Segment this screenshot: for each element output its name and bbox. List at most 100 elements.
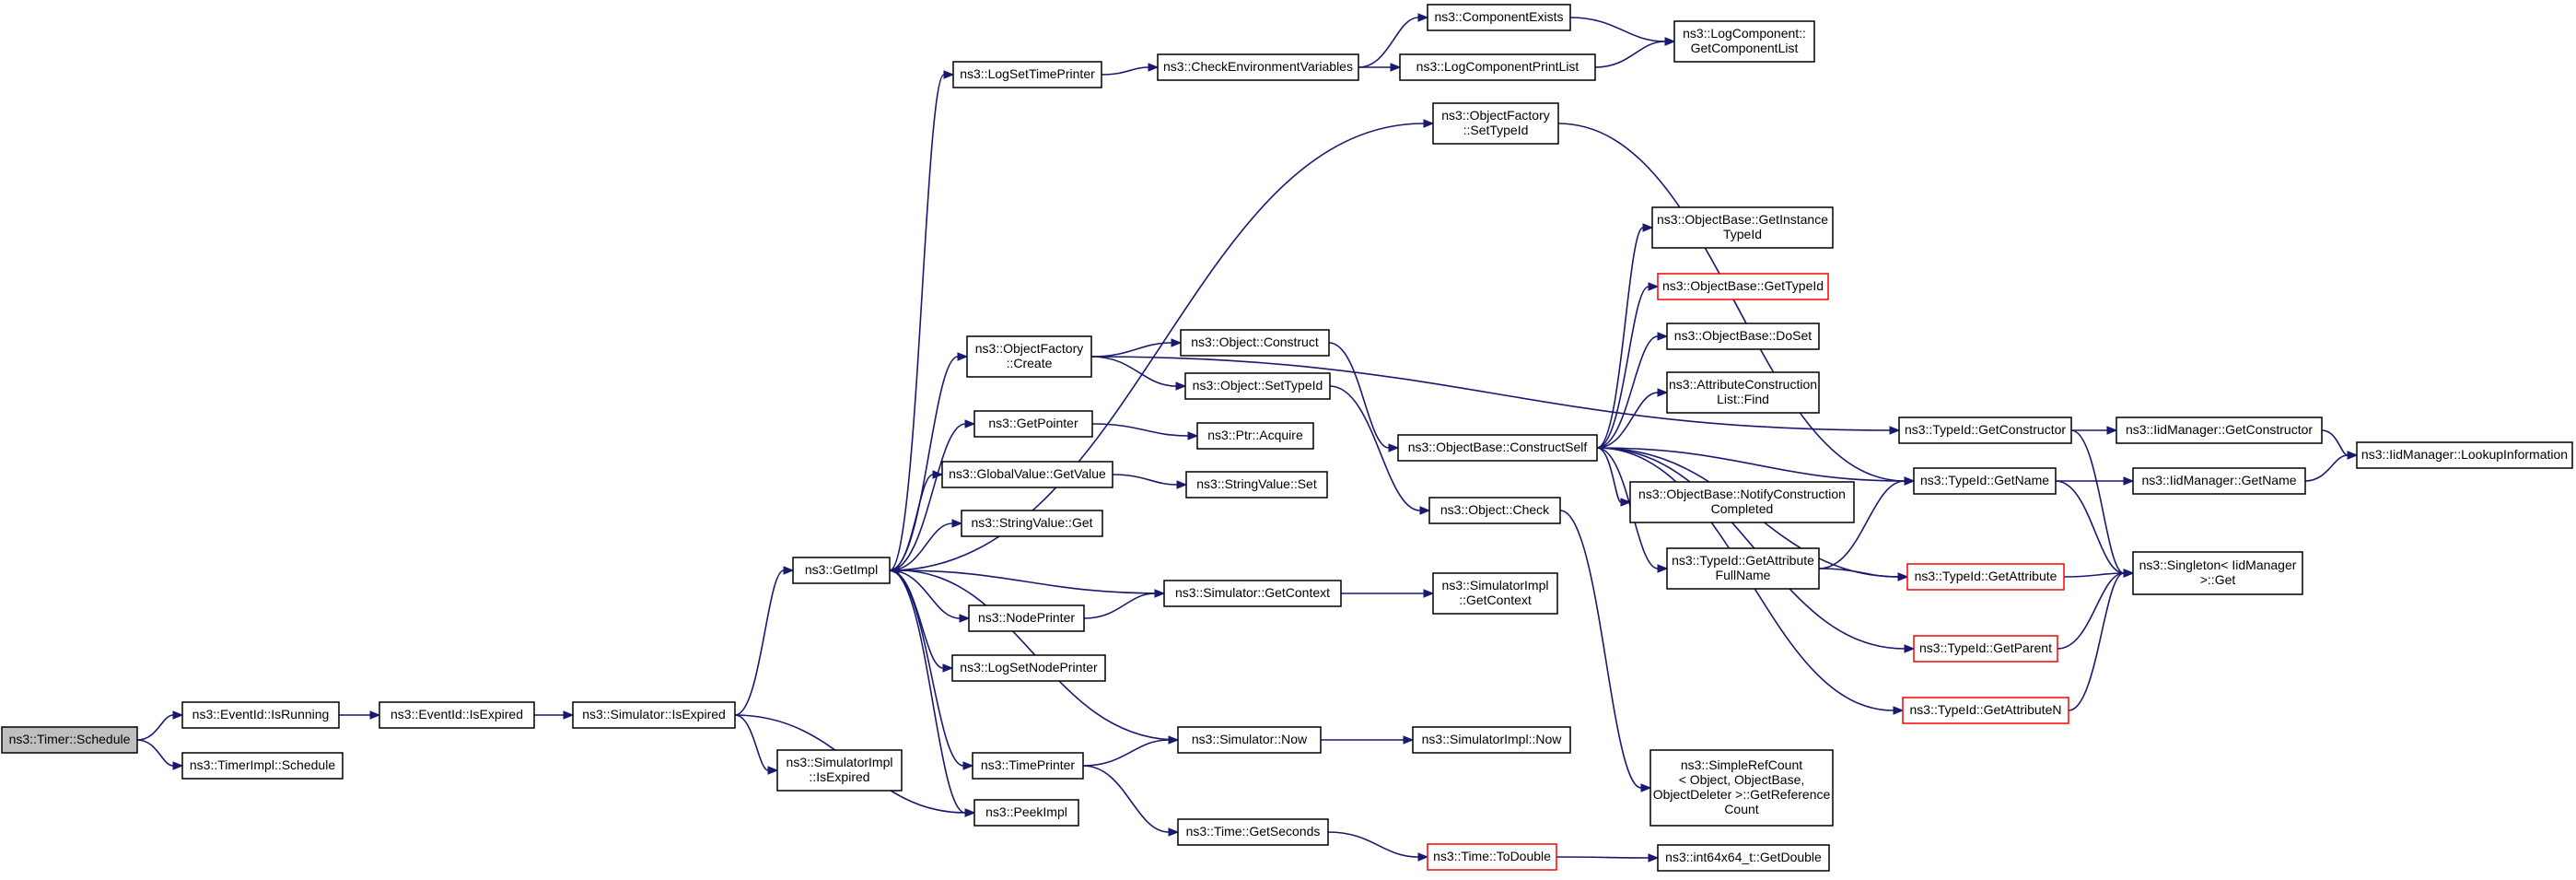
node-label-line: ns3::Singleton< IidManager: [2139, 557, 2297, 572]
node-ptr_acquire[interactable]: ns3::Ptr::Acquire: [1196, 422, 1314, 450]
node-label-line: ns3::PeekImpl: [985, 804, 1067, 819]
node-iidmanager_lookupinformation[interactable]: ns3::IidManager::LookupInformation: [2356, 441, 2573, 469]
node-globalvalue_getvalue[interactable]: ns3::GlobalValue::GetValue: [941, 461, 1113, 488]
node-label-line: ns3::Simulator::GetContext: [1175, 585, 1330, 600]
node-label-line: ns3::ObjectFactory: [975, 341, 1084, 356]
call-edge-checkenvvars-to-logcomponentprintlist: [1358, 63, 1402, 72]
node-logcomponent_getcomponentlist[interactable]: ns3::LogComponent::GetComponentList: [1673, 20, 1815, 63]
node-label-line: ns3::EventId::IsRunning: [192, 707, 330, 722]
node-label-line: ns3::ComponentExists: [1434, 9, 1563, 24]
node-object_construct[interactable]: ns3::Object::Construct: [1180, 329, 1330, 357]
node-typeid_getparent[interactable]: ns3::TypeId::GetParent: [1913, 635, 2058, 663]
node-typeid_getattribute[interactable]: ns3::TypeId::GetAttribute: [1906, 563, 2065, 591]
node-logsetnodeprinter[interactable]: ns3::LogSetNodePrinter: [951, 654, 1106, 682]
node-label-line: ns3::Simulator::IsExpired: [582, 707, 726, 722]
node-label-line: ns3::SimulatorImpl: [787, 755, 893, 769]
call-edge-getpointer-to-ptr_acquire: [1091, 423, 1199, 440]
node-label-line: TypeId: [1723, 227, 1762, 241]
node-objectbase_doset[interactable]: ns3::ObjectBase::DoSet: [1666, 323, 1820, 350]
node-iidmanager_getconstructor[interactable]: ns3::IidManager::GetConstructor: [2116, 417, 2323, 444]
node-object_settypeid[interactable]: ns3::Object::SetTypeId: [1184, 372, 1331, 400]
call-edge-timer_schedule-to-timerimpl_schedule: [136, 739, 184, 770]
node-getpointer[interactable]: ns3::GetPointer: [973, 410, 1093, 438]
node-label-line: ::IsExpired: [809, 769, 869, 784]
call-edge-time_todouble-to-int64x64_getdouble: [1556, 853, 1660, 862]
node-label-line: ns3::GetPointer: [988, 416, 1078, 430]
node-label-line: FullName: [1716, 568, 1771, 582]
node-label-line: ns3::TimerImpl::Schedule: [190, 757, 335, 772]
call-edge-objectbase_constructself-to-objectbase_getinstancetypeid: [1596, 223, 1654, 449]
call-edge-getimpl-to-nodeprinter: [889, 569, 971, 623]
node-objectfactory_settypeid[interactable]: ns3::ObjectFactory::SetTypeId: [1432, 102, 1559, 145]
node-timer_schedule[interactable]: ns3::Timer::Schedule: [1, 726, 138, 754]
node-label-line: ::Create: [1007, 356, 1053, 370]
node-typeid_getconstructor[interactable]: ns3::TypeId::GetConstructor: [1898, 417, 2072, 444]
node-int64x64_getdouble[interactable]: ns3::int64x64_t::GetDouble: [1657, 844, 1830, 872]
node-eventid_isrunning[interactable]: ns3::EventId::IsRunning: [181, 701, 340, 729]
node-peekimpl[interactable]: ns3::PeekImpl: [973, 799, 1079, 827]
node-label-line: ns3::ObjectBase::GetTypeId: [1662, 278, 1824, 293]
node-objectbase_constructself[interactable]: ns3::ObjectBase::ConstructSelf: [1397, 434, 1598, 462]
node-typeid_getname[interactable]: ns3::TypeId::GetName: [1913, 467, 2057, 495]
node-objectbase_gettypeid[interactable]: ns3::ObjectBase::GetTypeId: [1657, 273, 1829, 300]
node-getimpl[interactable]: ns3::GetImpl: [792, 557, 891, 584]
node-label-line: ns3::TypeId::GetName: [1920, 473, 2049, 487]
node-simulator_isexpired[interactable]: ns3::Simulator::IsExpired: [572, 701, 736, 729]
node-label-line: ns3::LogSetNodePrinter: [960, 660, 1098, 675]
node-stringvalue_set[interactable]: ns3::StringValue::Set: [1185, 471, 1328, 499]
call-edge-globalvalue_getvalue-to-stringvalue_set: [1112, 474, 1188, 489]
node-simulator_now[interactable]: ns3::Simulator::Now: [1177, 726, 1322, 754]
node-iidmanager_getname[interactable]: ns3::IidManager::GetName: [2132, 467, 2306, 495]
node-simulator_getcontext[interactable]: ns3::Simulator::GetContext: [1163, 580, 1342, 607]
node-timerimpl_schedule[interactable]: ns3::TimerImpl::Schedule: [181, 752, 344, 780]
node-objectfactory_create[interactable]: ns3::ObjectFactory::Create: [966, 335, 1092, 378]
node-eventid_isexpired[interactable]: ns3::EventId::IsExpired: [379, 701, 535, 729]
node-label-line: ns3::TypeId::GetParent: [1919, 640, 2052, 655]
node-time_getseconds[interactable]: ns3::Time::GetSeconds: [1177, 818, 1329, 846]
node-simimpl_getcontext[interactable]: ns3::SimulatorImpl::GetContext: [1432, 572, 1558, 615]
call-edge-object_check-to-simplerefcount: [1559, 510, 1652, 792]
node-label-line: ns3::LogComponent::: [1683, 26, 1806, 41]
node-label-line: ns3::Object::Check: [1440, 502, 1550, 517]
node-simplerefcount[interactable]: ns3::SimpleRefCount< Object, ObjectBase,…: [1649, 749, 1834, 827]
node-checkenvvars[interactable]: ns3::CheckEnvironmentVariables: [1157, 53, 1359, 81]
node-nodeprinter[interactable]: ns3::NodePrinter: [968, 604, 1085, 632]
call-edge-typeid_getconstructor-to-iidmanager_getconstructor: [2070, 426, 2118, 435]
node-time_todouble[interactable]: ns3::Time::ToDouble: [1427, 843, 1557, 871]
node-label-line: ns3::Time::GetSeconds: [1186, 824, 1321, 839]
node-label-line: ns3::SimulatorImpl: [1442, 578, 1549, 593]
node-label-line: ns3::TypeId::GetAttribute: [1672, 553, 1814, 568]
call-edge-timeprinter-to-simulator_now: [1082, 735, 1180, 767]
call-edge-getimpl-to-logsettimeprinter: [889, 70, 955, 571]
node-label-line: ns3::IidManager::GetName: [2141, 473, 2296, 487]
node-object_check[interactable]: ns3::Object::Check: [1428, 497, 1561, 524]
node-label-line: ns3::Object::SetTypeId: [1193, 378, 1323, 393]
node-simimpl_isexpired[interactable]: ns3::SimulatorImpl::IsExpired: [776, 749, 903, 792]
call-edge-typeid_getattributefullname-to-typeid_getname: [1818, 476, 1916, 569]
node-typeid_getattributen[interactable]: ns3::TypeId::GetAttributeN: [1902, 697, 2069, 724]
node-label-line: ns3::TypeId::GetAttributeN: [1910, 702, 2062, 717]
node-label-line: ns3::int64x64_t::GetDouble: [1665, 850, 1822, 864]
node-label-line: ns3::ObjectBase::GetInstance: [1657, 212, 1828, 227]
node-label-line: ns3::SimulatorImpl::Now: [1422, 732, 1563, 746]
call-edge-simulator_getcontext-to-simimpl_getcontext: [1341, 589, 1435, 598]
node-label-line: ns3::SimpleRefCount: [1681, 757, 1802, 772]
node-logcomponentprintlist[interactable]: ns3::LogComponentPrintList: [1399, 53, 1596, 81]
node-simimpl_now[interactable]: ns3::SimulatorImpl::Now: [1412, 726, 1571, 754]
call-edge-simulator_isexpired-to-getimpl: [734, 566, 795, 716]
node-stringvalue_get[interactable]: ns3::StringValue::Get: [961, 510, 1103, 537]
call-edge-objectbase_constructself-to-objectbase_notifyconstruction: [1596, 447, 1632, 507]
call-edge-timer_schedule-to-eventid_isrunning: [136, 710, 184, 741]
node-singleton_get[interactable]: ns3::Singleton< IidManager>::Get: [2132, 551, 2303, 595]
node-objectbase_notifyconstruction[interactable]: ns3::ObjectBase::NotifyConstructionCompl…: [1629, 481, 1855, 523]
node-label-line: ns3::ObjectBase::ConstructSelf: [1408, 440, 1588, 454]
call-edge-typeid_getname-to-singleton_get: [2055, 480, 2135, 578]
node-logsettimeprinter[interactable]: ns3::LogSetTimePrinter: [952, 61, 1102, 88]
node-label-line: ns3::LogComponentPrintList: [1416, 59, 1579, 74]
node-timeprinter[interactable]: ns3::TimePrinter: [972, 752, 1084, 780]
node-label-line: GetComponentList: [1691, 41, 1799, 55]
node-componentexists[interactable]: ns3::ComponentExists: [1427, 4, 1571, 31]
